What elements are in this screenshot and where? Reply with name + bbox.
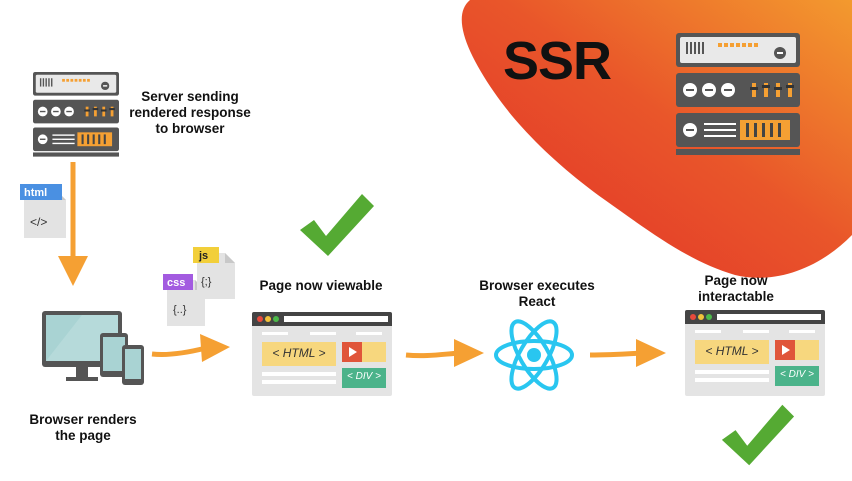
arrow-icon xyxy=(405,339,484,367)
browser-executes-label: Browser executes React xyxy=(479,278,595,309)
react-logo-icon xyxy=(494,319,574,391)
page-interactable-label: Page now interactable xyxy=(698,273,774,304)
html-file-body: </> xyxy=(30,215,47,229)
div-block xyxy=(775,366,819,386)
css-file-tag: css xyxy=(167,277,185,289)
html-file-icon: html </> xyxy=(20,184,66,238)
page-viewable-label: Page now viewable xyxy=(259,278,383,293)
js-file-tag: js xyxy=(198,250,208,262)
devices-icon xyxy=(42,311,144,385)
div-block-label: < DIV > xyxy=(780,369,814,380)
html-block xyxy=(695,340,769,364)
arrow-icon xyxy=(58,162,88,286)
server-icon xyxy=(33,72,119,157)
server-icon xyxy=(676,33,800,155)
js-file-body: {;} xyxy=(201,276,212,288)
html-block-label: < HTML > xyxy=(705,344,759,358)
css-file-icon: css {..} xyxy=(163,274,205,326)
html-file-tag: html xyxy=(24,187,47,199)
browser-window-icon: < HTML > < DIV > xyxy=(252,312,392,396)
browser-renders-label: Browser renders the page xyxy=(29,412,137,443)
checkmark-icon xyxy=(721,404,795,466)
js-file-icon: js {;} xyxy=(193,247,235,299)
page-title: SSR xyxy=(503,31,612,91)
server-sending-label: Server sending rendered response to brow… xyxy=(129,89,251,136)
checkmark-icon xyxy=(300,194,374,256)
html-block xyxy=(262,342,336,366)
arrow-icon xyxy=(589,339,666,367)
arrow-icon xyxy=(151,334,230,362)
div-block xyxy=(342,368,386,388)
browser-window-icon: < HTML > < DIV > xyxy=(685,310,825,396)
css-file-body: {..} xyxy=(173,304,187,316)
div-block-label: < DIV > xyxy=(347,371,381,382)
html-block-label: < HTML > xyxy=(272,346,326,360)
